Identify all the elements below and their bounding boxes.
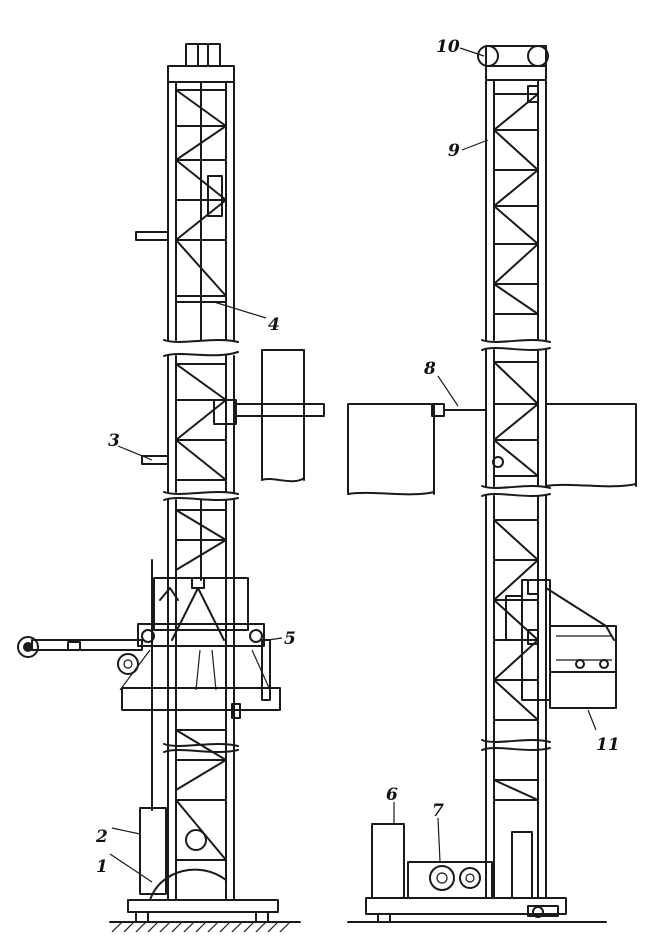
left-hoist-view: 1 2 3 4 5: [17, 43, 325, 933]
left-mast-top: [167, 43, 235, 83]
label-8: 8: [423, 359, 436, 379]
winch: [407, 861, 493, 899]
left-break-lines: [163, 339, 239, 753]
left-ground: [109, 921, 301, 933]
left-boom: [17, 636, 143, 675]
label-5: 5: [284, 629, 296, 649]
right-wall-tie: [347, 403, 637, 496]
left-carriage: [119, 577, 281, 719]
left-leader-lines: [109, 301, 283, 883]
label-9: 9: [448, 141, 460, 161]
right-control-box: [371, 823, 405, 899]
label-1: 1: [96, 857, 108, 877]
label-3: 3: [108, 431, 120, 451]
right-base-frame: [365, 897, 567, 923]
top-sheaves: [477, 45, 549, 81]
label-10: 10: [436, 37, 460, 57]
right-mast-lattice: [492, 85, 539, 899]
right-carriage: [505, 579, 617, 709]
right-leader-lines: [393, 47, 597, 863]
label-11: 11: [596, 735, 620, 755]
label-7: 7: [432, 801, 444, 821]
right-break-lines: [481, 339, 551, 751]
left-wall-tie-arms: [135, 231, 169, 465]
label-4: 4: [268, 315, 280, 335]
left-mast-lattice: [175, 81, 227, 861]
left-base-frame: [127, 868, 279, 923]
right-hoist-view: 10 9 8 11 6 7: [347, 37, 637, 923]
label-2: 2: [95, 827, 108, 847]
left-wall-tie: [213, 349, 325, 483]
label-6: 6: [386, 785, 398, 805]
right-mast-columns: [485, 79, 547, 899]
